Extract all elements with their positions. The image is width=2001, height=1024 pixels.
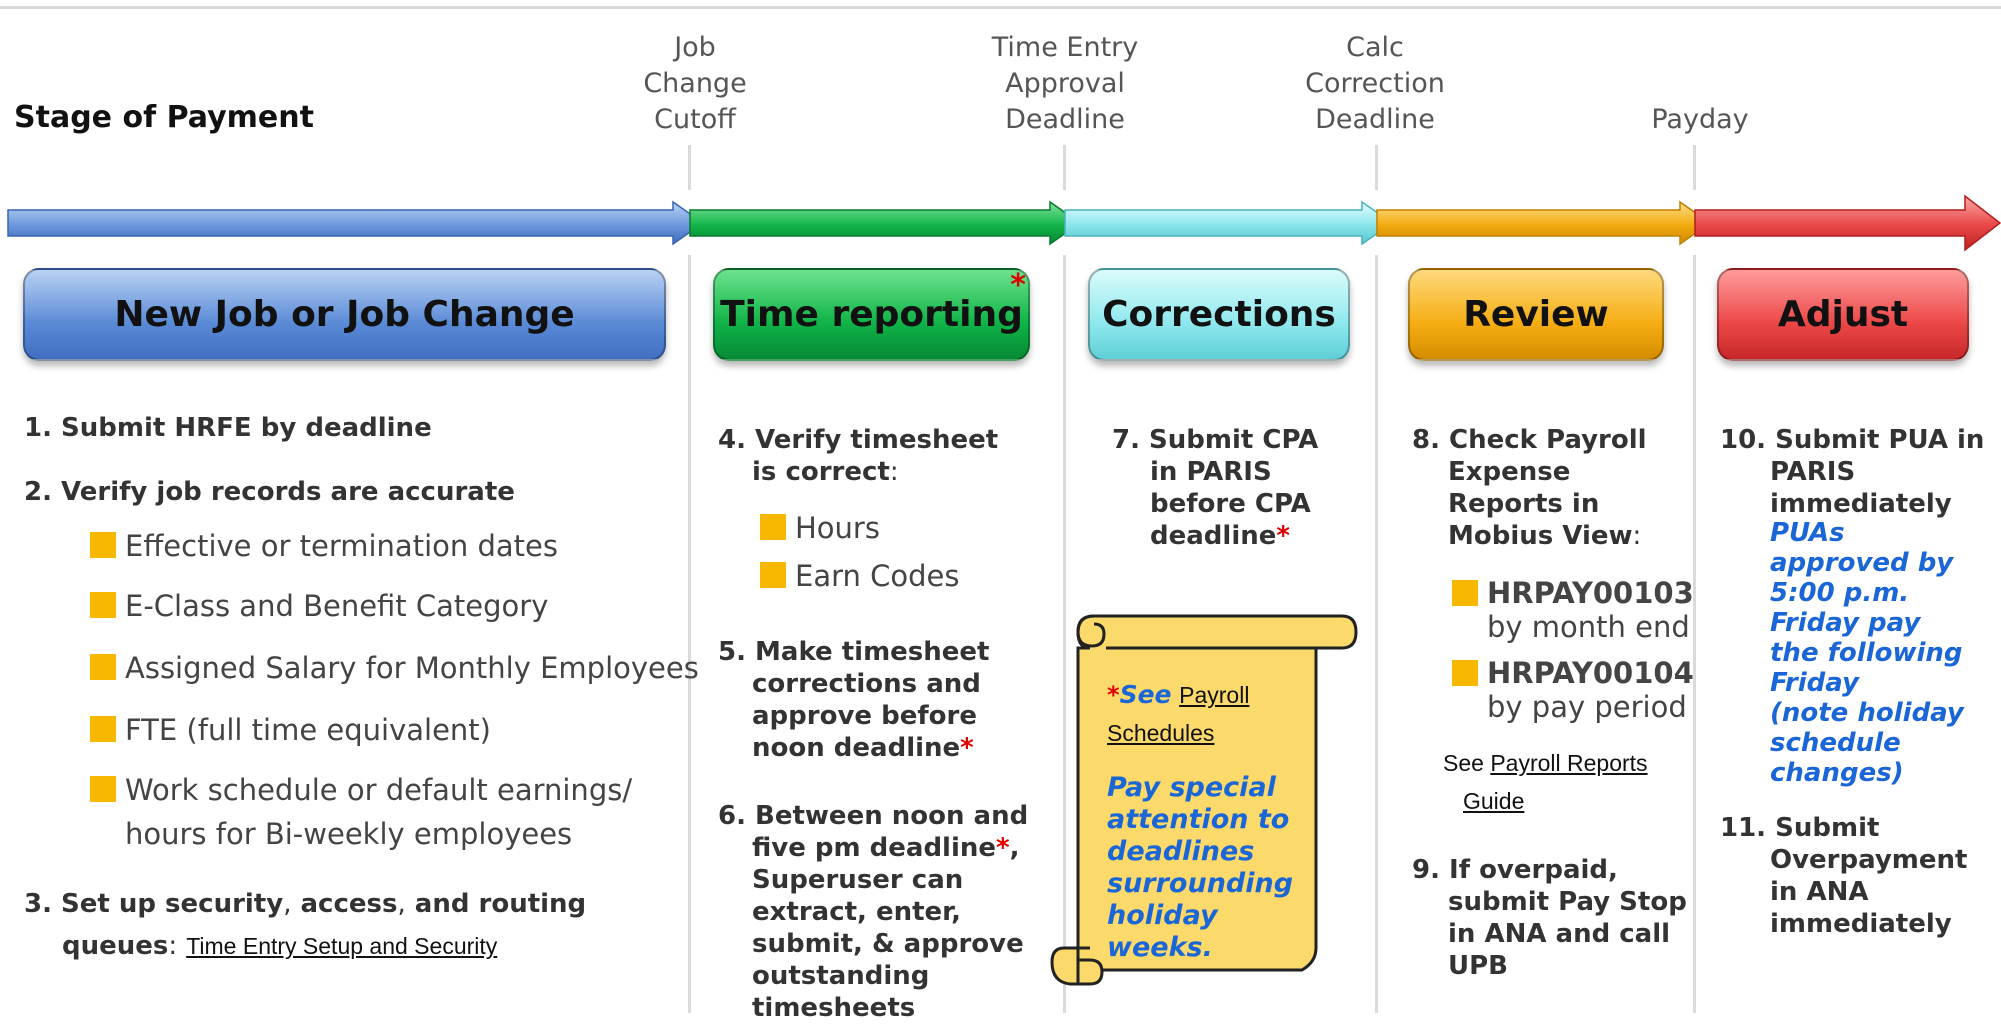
step-6: 6. Between noon and five pm deadline*, S…: [718, 801, 1029, 1023]
step-3: 3. Set up security, access, and routing: [24, 889, 587, 919]
step-11: 11. Submit Overpayment in ANA immediatel…: [1720, 813, 1968, 939]
divider-top: [1693, 145, 1696, 190]
report-hrpay00103: HRPAY00103 by month end: [1452, 576, 1694, 644]
bullet-square-icon: [760, 514, 786, 540]
divider-top: [688, 145, 691, 190]
stage-new-job-or-job-change: New Job or Job Change: [23, 268, 666, 361]
time-reporting-asterisk: *: [1010, 268, 1026, 303]
list-item: Hours: [760, 510, 880, 546]
column-divider: [1063, 255, 1066, 1013]
step-7: 7. Submit CPA in PARIS before CPA deadli…: [1112, 425, 1319, 551]
stage-of-payment-title: Stage of Payment: [14, 100, 314, 135]
column-divider: [1693, 255, 1696, 1013]
bullet-square-icon: [90, 592, 116, 618]
milestone-time-entry-approval-deadline: Time Entry Approval Deadline: [991, 32, 1139, 135]
list-item-continuation: hours for Bi-weekly employees: [125, 817, 573, 851]
step-4: 4. Verify timesheet is correct:: [718, 425, 999, 487]
timeline-arrow-blue: [7, 200, 705, 246]
column-divider: [1375, 255, 1378, 1013]
divider-top: [1375, 145, 1378, 190]
top-divider: [0, 6, 2001, 9]
scroll-icon: [1050, 614, 1358, 986]
step-9: 9. If overpaid, submit Pay Stop in ANA a…: [1412, 855, 1687, 981]
step-8: 8. Check Payroll Expense Reports in Mobi…: [1412, 425, 1647, 551]
step-5: 5. Make timesheet corrections and approv…: [718, 637, 990, 763]
time-entry-setup-link[interactable]: Time Entry Setup and Security: [186, 933, 498, 959]
list-item: Work schedule or default earnings/: [90, 772, 632, 808]
list-item: E-Class and Benefit Category: [90, 588, 548, 624]
scroll-highlight-text: Pay special attention to deadlines surro…: [1107, 772, 1294, 963]
stage-time-reporting: Time reporting *: [713, 268, 1030, 361]
column-divider: [688, 255, 691, 1013]
timeline-arrow-red: [1694, 194, 2001, 252]
stage-review: Review: [1408, 268, 1664, 361]
payroll-reports-guide-ref: See Payroll Reports Guide: [1443, 750, 1648, 814]
payroll-schedules-link-cont[interactable]: Schedules: [1107, 720, 1215, 746]
bullet-square-icon: [90, 716, 116, 742]
divider-top: [1063, 145, 1066, 190]
list-item: Earn Codes: [760, 558, 959, 594]
report-hrpay00104: HRPAY00104 by pay period: [1452, 656, 1694, 724]
milestone-payday: Payday: [1651, 104, 1749, 135]
bullet-square-icon: [1452, 660, 1478, 686]
list-item: Effective or termination dates: [90, 528, 558, 564]
timeline-arrow-cyan: [1064, 200, 1394, 246]
stage-corrections: Corrections: [1088, 268, 1350, 361]
bullet-square-icon: [90, 532, 116, 558]
list-item: FTE (full time equivalent): [90, 712, 491, 748]
payment-timeline: [7, 194, 2001, 252]
list-item: Assigned Salary for Monthly Employees: [90, 650, 699, 686]
step-10: 10. Submit PUA in PARIS immediately: [1720, 425, 1985, 519]
milestone-job-change-cutoff: Job Change Cutoff: [643, 32, 747, 135]
bullet-square-icon: [90, 776, 116, 802]
bullet-square-icon: [760, 562, 786, 588]
step-3-continued: queues: Time Entry Setup and Security: [62, 931, 498, 961]
payroll-schedules-link[interactable]: Payroll: [1179, 682, 1250, 708]
bullet-square-icon: [1452, 580, 1478, 606]
pua-note: PUAs approved by 5:00 p.m. Friday pay th…: [1770, 518, 1964, 788]
timeline-arrow-green: [689, 200, 1082, 246]
bullet-square-icon: [90, 654, 116, 680]
payroll-reports-guide-link[interactable]: Payroll Reports: [1490, 750, 1648, 776]
timeline-arrow-orange: [1376, 200, 1712, 246]
milestone-calc-correction-deadline: Calc Correction Deadline: [1305, 32, 1445, 135]
step-2: 2. Verify job records are accurate: [24, 477, 515, 507]
scroll-note: *See Payroll Schedules: [1107, 680, 1250, 746]
stage-adjust: Adjust: [1717, 268, 1969, 361]
payroll-reports-guide-link-cont[interactable]: Guide: [1463, 788, 1525, 814]
step-1: 1. Submit HRFE by deadline: [24, 413, 432, 443]
